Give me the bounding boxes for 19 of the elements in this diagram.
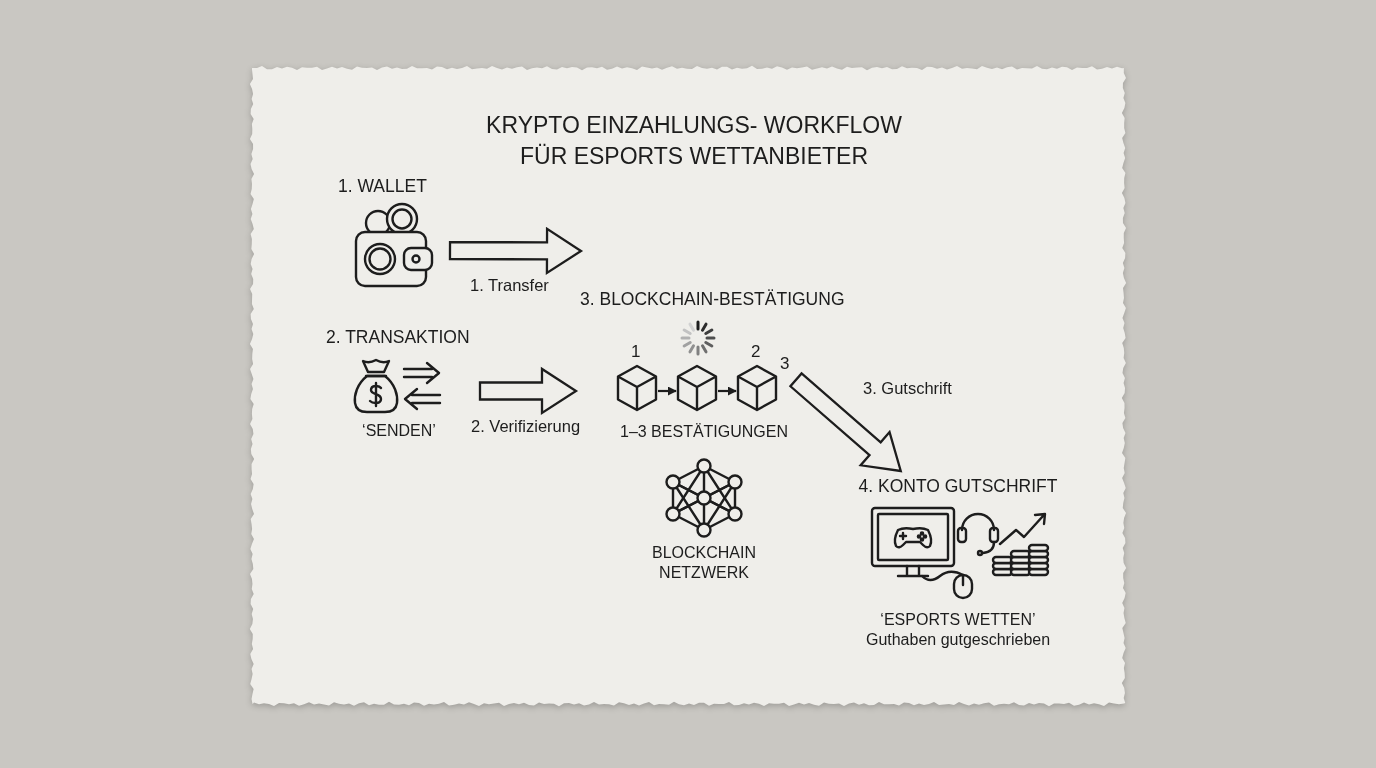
step-caption: Guthaben gutgeschrieben bbox=[865, 630, 1051, 650]
diagram-title: KRYPTO EINZAHLUNGS- WORKFLOW FÜR ESPORTS WETTANBIETER bbox=[485, 111, 903, 171]
step-heading: 4. KONTO GUTSCHRIFT bbox=[858, 476, 1058, 497]
edge-label: 2. Verifizierung bbox=[469, 417, 583, 437]
network-caption: BLOCKCHAIN NETZWERK bbox=[652, 543, 756, 583]
step-caption: ‘SENDEN’ bbox=[362, 421, 436, 441]
block-number: 2 bbox=[751, 342, 761, 363]
block-number: 1 bbox=[631, 342, 641, 363]
arrow bbox=[658, 386, 677, 396]
step-caption: ‘ESPORTS WETTEN’ bbox=[880, 610, 1036, 630]
block-arrow bbox=[788, 371, 903, 473]
block-arrow bbox=[478, 366, 579, 416]
block-arrow bbox=[448, 226, 584, 275]
step-heading: 3. BLOCKCHAIN-BESTÄTIGUNG bbox=[580, 289, 845, 310]
step-heading: 1. WALLET bbox=[338, 176, 427, 197]
block-number: 3 bbox=[780, 354, 790, 375]
arrow bbox=[718, 386, 737, 396]
step-caption: 1–3 BESTÄTIGUNGEN bbox=[620, 422, 788, 442]
step-heading: 2. TRANSAKTION bbox=[326, 327, 470, 348]
